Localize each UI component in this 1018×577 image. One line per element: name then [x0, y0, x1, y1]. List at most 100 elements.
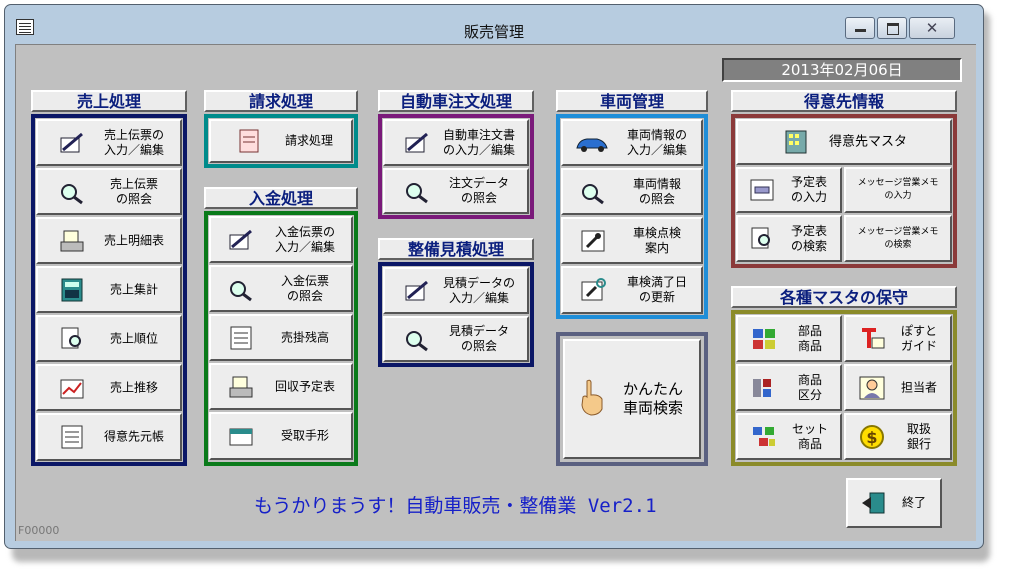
pen-paper-icon: [60, 132, 83, 152]
car-order-entry-button[interactable]: 自動車注文書 の入力／編集: [383, 119, 529, 166]
button-label: 回収予定表: [274, 379, 335, 393]
button-label: 注文データ の照会: [448, 176, 509, 205]
calculator-icon: [61, 278, 83, 301]
chart-icon: [60, 379, 84, 398]
window-title: 販売管理: [463, 23, 524, 41]
estimate-inquiry-button[interactable]: 見積データ の照会: [383, 316, 529, 362]
schedule-search-button[interactable]: 予定表 の検索: [736, 215, 842, 262]
minimize-icon: [855, 29, 866, 32]
sales-header: 売上処理: [31, 90, 187, 112]
staff-button[interactable]: 担当者: [844, 364, 952, 411]
pointing-hand-icon: [581, 379, 603, 416]
sales-trend-button[interactable]: 売上推移: [36, 364, 182, 411]
sales-detail-button[interactable]: 売上明細表: [36, 217, 182, 264]
button-label: 予定表 の入力: [790, 175, 827, 204]
inspection-notice-button[interactable]: 車検点検 案内: [561, 217, 703, 264]
sales-ranking-button[interactable]: 売上順位: [36, 315, 182, 362]
ledger-icon: [230, 326, 252, 349]
payment-group: 入金伝票の 入力／編集 入金伝票 の照会 売掛残高 回収予定表 受取手形: [204, 211, 358, 466]
set-icon: [753, 426, 775, 446]
magnifier-icon: [406, 331, 428, 352]
payment-entry-button[interactable]: 入金伝票の 入力／編集: [209, 216, 353, 263]
exit-door-icon: [862, 492, 885, 514]
masters-group: 部品 商品 ぽすと ガイド 商品 区分 担当者 セット 商品 $ 取扱 銀行: [731, 310, 957, 466]
wrench-icon: [581, 230, 605, 251]
postal-icon: [862, 327, 885, 348]
payment-inquiry-button[interactable]: 入金伝票 の照会: [209, 265, 353, 312]
button-label: 請求処理: [284, 133, 333, 148]
billing-button[interactable]: 請求処理: [209, 119, 353, 163]
customer-ledger-button[interactable]: 得意先元帳: [36, 413, 182, 461]
billing-header: 請求処理: [204, 90, 358, 112]
close-button[interactable]: ✕: [909, 17, 955, 39]
maximize-icon: [887, 23, 899, 35]
customer-header: 得意先情報: [731, 90, 957, 112]
button-label: 見積データ の照会: [448, 324, 509, 353]
date-display: 2013年02月06日: [722, 58, 962, 82]
payment-header: 入金処理: [204, 187, 358, 209]
title-bar[interactable]: 販売管理 ✕: [5, 5, 983, 45]
button-label: 車両情報の 入力／編集: [626, 127, 687, 157]
estimate-group: 見積データの 入力／編集 見積データ の照会: [378, 262, 534, 367]
receivable-balance-button[interactable]: 売掛残高: [209, 314, 353, 361]
close-icon: ✕: [925, 19, 939, 37]
parts-products-button[interactable]: 部品 商品: [736, 315, 842, 362]
person-icon: [859, 376, 885, 399]
vehicle-header: 車両管理: [556, 90, 708, 112]
button-label: 売上伝票の 入力／編集: [103, 127, 164, 157]
button-label: かんたん 車両検索: [622, 380, 683, 417]
minimize-button[interactable]: [845, 17, 875, 39]
product-category-button[interactable]: 商品 区分: [736, 364, 842, 411]
button-label: 担当者: [900, 380, 937, 394]
button-label: メッセージ営業メモ の入力: [857, 178, 939, 201]
wrench-refresh-icon: [581, 278, 606, 301]
button-label: 売掛残高: [280, 330, 329, 344]
car-icon: [576, 138, 608, 152]
product-title: もうかりまうす！自動車販売・整備業 Ver2.1: [254, 495, 657, 517]
ledger-icon: [61, 425, 83, 449]
postal-guide-button[interactable]: ぽすと ガイド: [844, 315, 952, 362]
banks-button[interactable]: $ 取扱 銀行: [844, 413, 952, 460]
sales-memo-entry-button[interactable]: メッセージ営業メモ の入力: [844, 167, 952, 213]
bills-receivable-button[interactable]: 受取手形: [209, 412, 353, 460]
button-label: 売上順位: [109, 331, 158, 345]
easy-vehicle-search-button[interactable]: かんたん 車両検索: [563, 339, 701, 459]
estimate-header: 整備見積処理: [378, 238, 534, 260]
invoice-icon: [239, 129, 259, 153]
app-menu-icon[interactable]: [16, 19, 34, 35]
button-label: 予定表 の検索: [790, 223, 827, 253]
button-label: 受取手形: [280, 428, 329, 443]
pen-paper-icon: [405, 132, 428, 152]
vehicle-entry-button[interactable]: 車両情報の 入力／編集: [561, 119, 703, 166]
button-label: 売上推移: [109, 380, 158, 394]
button-label: 見積データの 入力／編集: [442, 275, 515, 305]
easy-search-group: かんたん 車両検索: [556, 332, 708, 466]
magnifier-icon: [406, 183, 428, 204]
magnifier-icon: [582, 183, 604, 204]
button-label: 部品 商品: [797, 323, 822, 353]
app-window: 販売管理 ✕ 2013年02月06日 売上処理 売上伝票の 入力／編集 売上伝票…: [4, 4, 984, 549]
category-icon: [753, 378, 771, 397]
sales-summary-button[interactable]: 売上集計: [36, 266, 182, 313]
button-label: 終了: [901, 495, 926, 510]
sales-memo-search-button[interactable]: メッセージ営業メモ の検索: [844, 215, 952, 262]
customer-master-button[interactable]: 得意先マスタ: [736, 119, 952, 165]
inspection-update-button[interactable]: 車検満了日 の更新: [561, 266, 703, 314]
collection-schedule-button[interactable]: 回収予定表: [209, 363, 353, 410]
schedule-entry-button[interactable]: 予定表 の入力: [736, 167, 842, 213]
button-label: 車両情報 の照会: [632, 176, 681, 206]
vehicle-inquiry-button[interactable]: 車両情報 の照会: [561, 168, 703, 215]
sales-group: 売上伝票の 入力／編集 売上伝票 の照会 売上明細表 売上集計 売上順位 売上推…: [31, 114, 187, 466]
exit-button[interactable]: 終了: [846, 478, 942, 528]
button-label: 車検満了日 の更新: [626, 275, 687, 304]
estimate-entry-button[interactable]: 見積データの 入力／編集: [383, 267, 529, 314]
sales-inquiry-button[interactable]: 売上伝票 の照会: [36, 168, 182, 215]
status-code: F00000: [18, 524, 60, 537]
maximize-button[interactable]: [877, 17, 907, 39]
car-order-inquiry-button[interactable]: 注文データ の照会: [383, 168, 529, 214]
button-label: ぽすと ガイド: [900, 323, 937, 353]
building-icon: [785, 130, 807, 154]
set-products-button[interactable]: セット 商品: [736, 413, 842, 460]
sales-entry-button[interactable]: 売上伝票の 入力／編集: [36, 119, 182, 166]
main-panel: 2013年02月06日 売上処理 売上伝票の 入力／編集 売上伝票 の照会 売上…: [15, 44, 976, 541]
